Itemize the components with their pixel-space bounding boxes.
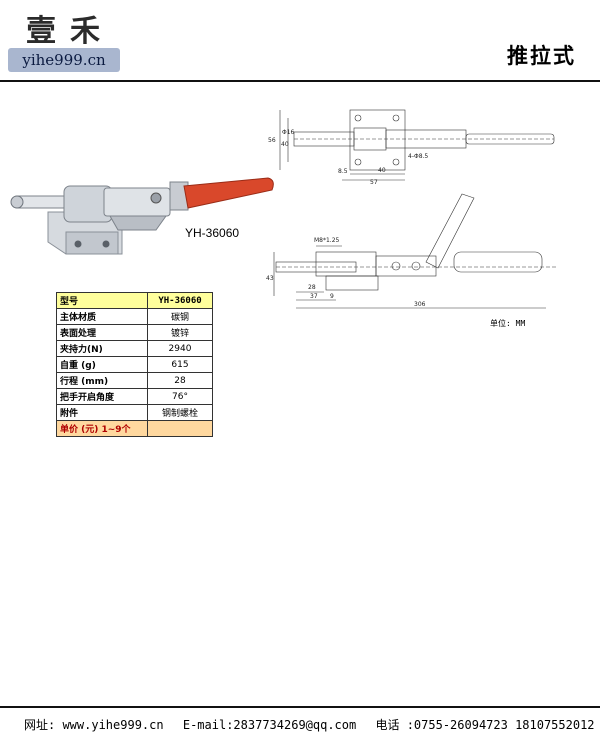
dim-56: 56 [268,137,276,144]
table-row: 表面处理镀锌 [56,324,213,341]
table-row: 行程 (mm)28 [56,372,213,389]
spec-key: 自重 (g) [56,356,148,373]
header-divider [0,80,600,82]
dim-40b: 40 [378,167,386,174]
product-photo [10,177,274,255]
footer-website[interactable]: 网址: www.yihe999.cn [24,718,164,732]
footer: 网址: www.yihe999.cn E-mail:2837734269@qq.… [24,716,600,733]
spec-value: 钢制螺栓 [147,404,213,421]
dim-40a: 40 [281,141,289,148]
spec-key: 型号 [56,292,148,309]
page-title: 推拉式 [507,44,576,68]
table-row: 单价 (元) 1~9个 [56,420,213,437]
dim-28: 28 [308,284,316,291]
dim-phi16: Φ16 [282,129,295,136]
top-view-drawing: 56 40 Φ16 8.5 40 57 4-Φ8.5 [268,109,555,185]
spec-value: 2940 [147,340,213,357]
table-row: 主体材质碳钢 [56,308,213,325]
model-label: YH-36060 [185,226,240,240]
spec-key: 附件 [56,404,148,421]
dim-306: 306 [414,301,426,308]
spec-value: 碳钢 [147,308,213,325]
logo-text: 壹禾 [26,14,114,49]
spec-value: 76° [147,388,213,405]
dim-37: 37 [310,293,318,300]
side-view-drawing: M8*1.25 43 28 37 9 306 [266,193,556,309]
spec-key: 把手开启角度 [56,388,148,405]
footer-phone: 电话 :0755-26094723 18107552012 [375,718,595,732]
spec-value: 镀锌 [147,324,213,341]
spec-value: 615 [147,356,213,373]
spec-key: 主体材质 [56,308,148,325]
spec-key: 表面处理 [56,324,148,341]
unit-label: 单位: MM [490,319,526,328]
footer-email[interactable]: E-mail:2837734269@qq.com [182,718,357,732]
dim-thread: M8*1.25 [314,237,340,244]
table-row: 夹持力(N)2940 [56,340,213,357]
footer-divider [0,706,600,708]
dim-57: 57 [370,179,378,185]
dim-holes: 4-Φ8.5 [408,153,428,160]
spec-value: YH-36060 [147,292,213,309]
dim-43: 43 [266,275,274,282]
dim-9: 9 [330,293,334,300]
spec-value: 28 [147,372,213,389]
spec-key: 行程 (mm) [56,372,148,389]
logo-url[interactable]: yihe999.cn [8,48,120,72]
table-row: 自重 (g)615 [56,356,213,373]
spec-value [147,420,213,437]
table-row: 附件钢制螺栓 [56,404,213,421]
spec-key: 夹持力(N) [56,340,148,357]
spec-key: 单价 (元) 1~9个 [56,420,148,437]
dim-8-5: 8.5 [338,168,348,175]
